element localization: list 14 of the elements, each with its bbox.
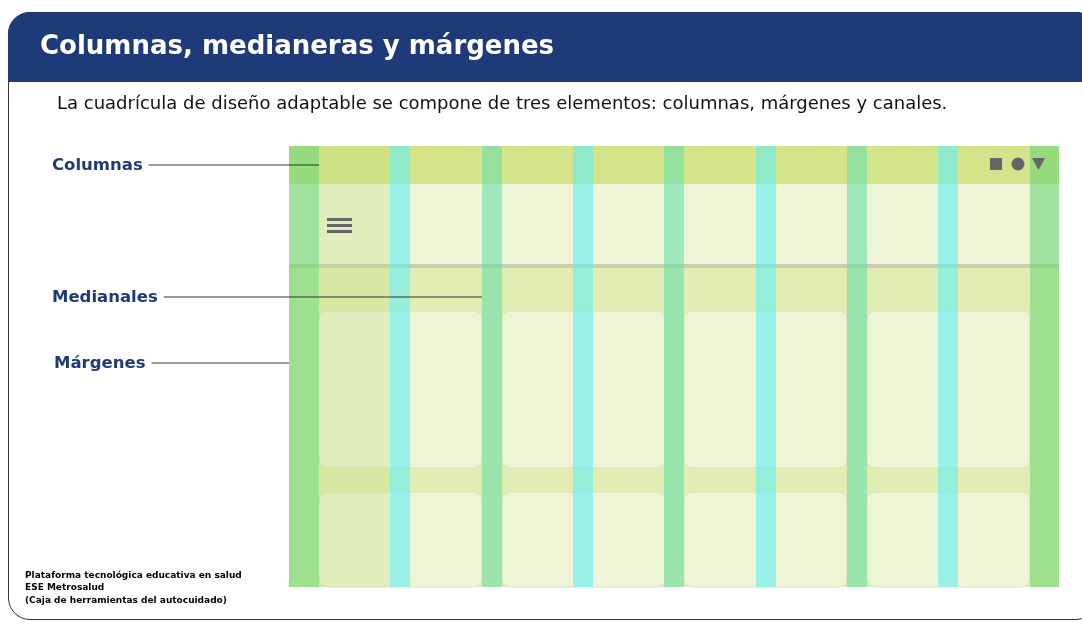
part-label: Columnas [52, 154, 143, 176]
grid-column [319, 146, 390, 587]
footer-note: (Caja de herramientas del autocuidado) [25, 595, 227, 605]
intro-paragraph: La cuadrícula de diseño adaptable se compone de tres elementos: columnas, márgenes y canales. [57, 92, 949, 114]
part-label: Márgenes [54, 352, 146, 374]
footer-note: Plataforma tecnológica educativa en salud [25, 570, 242, 580]
leader-line [148, 164, 320, 166]
leader-line [150, 362, 290, 364]
leader-line [163, 296, 483, 298]
title: Columnas, medianeras y márgenes [40, 30, 555, 60]
part-label: Medianales [52, 286, 158, 308]
margin-strip [289, 146, 319, 587]
footer-note: ESE Metrosalud [25, 582, 105, 592]
gutter-strip [482, 146, 502, 587]
